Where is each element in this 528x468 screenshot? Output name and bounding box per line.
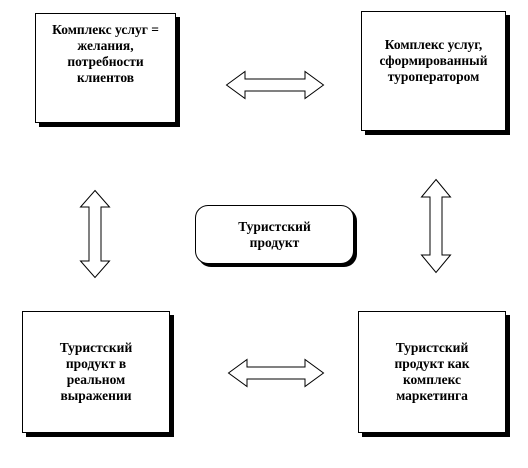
box-operator-services: Комплекс услуг, сформированный туроперат… — [361, 11, 506, 131]
box-real-product-label: Туристский продукт в реальном выражении — [59, 340, 133, 403]
center-tourist-product-label: Туристский продукт — [238, 218, 311, 250]
box-real-product: Туристский продукт в реальном выражении — [22, 311, 170, 433]
box-client-needs: Комплекс услуг = желания, потребности кл… — [35, 13, 176, 123]
box-marketing-complex: Туристский продукт как комплекс маркетин… — [358, 311, 506, 433]
double-arrow-top-horizontal — [225, 70, 325, 100]
center-tourist-product: Туристский продукт — [195, 205, 354, 264]
double-arrow-right-vertical — [420, 178, 452, 274]
box-marketing-complex-label: Туристский продукт как комплекс маркетин… — [394, 340, 470, 403]
double-arrow-bottom-horizontal — [227, 358, 325, 388]
double-arrow-left-vertical — [79, 189, 111, 279]
box-operator-services-label: Комплекс услуг, сформированный туроперат… — [379, 37, 488, 84]
box-client-needs-label: Комплекс услуг = желания, потребности кл… — [52, 22, 159, 85]
